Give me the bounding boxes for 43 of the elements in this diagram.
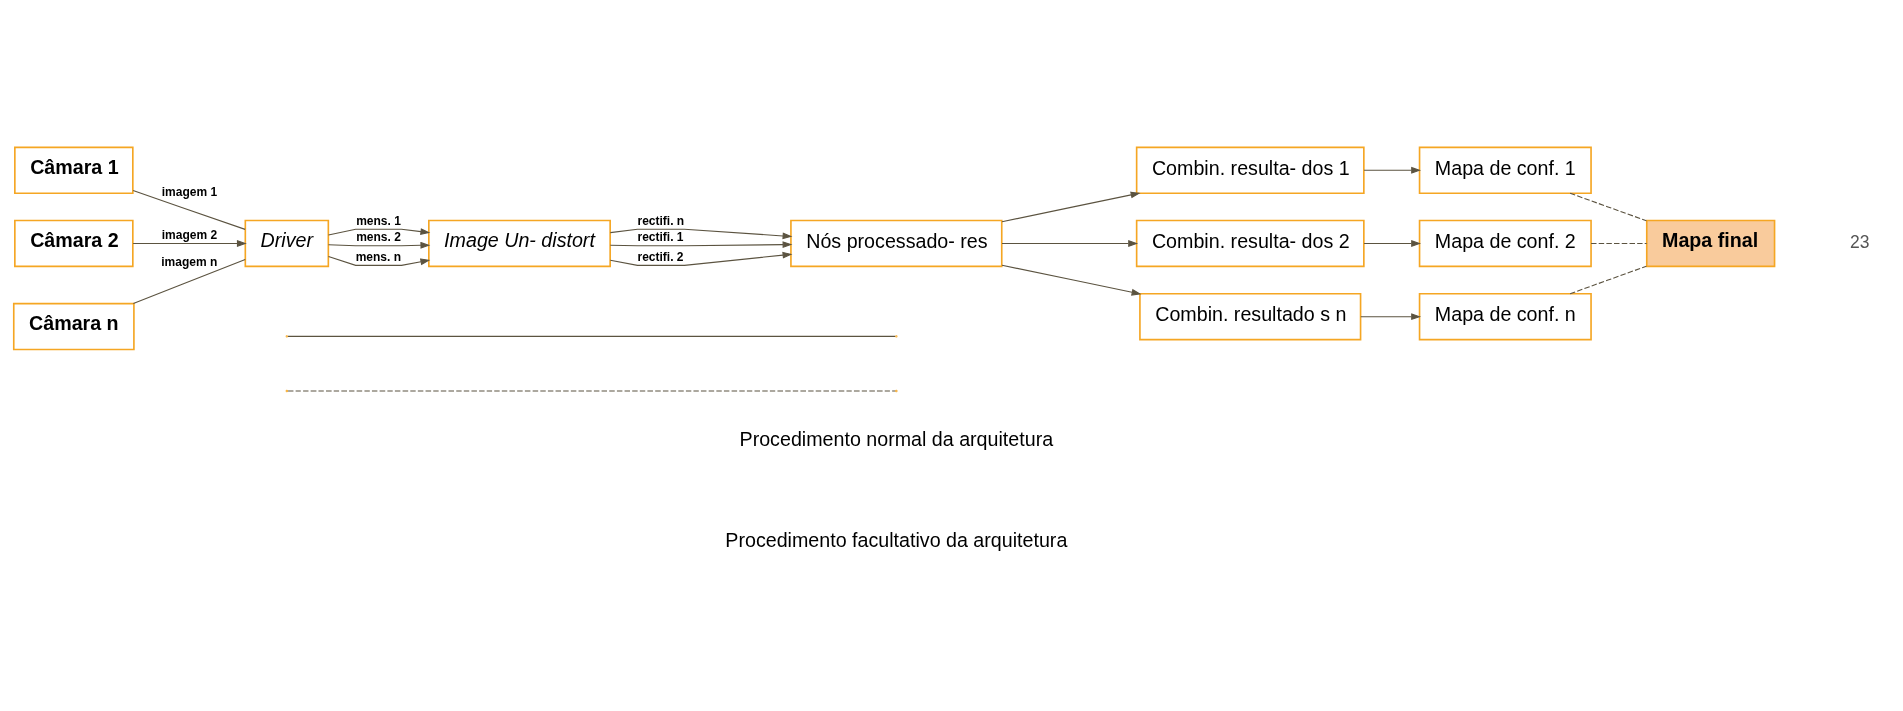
edge-label: imagem 1 xyxy=(161,184,218,199)
node-box: Mapa de conf. 2 xyxy=(1418,219,1592,267)
legend-label: Procedimento facultativo da arquitetura xyxy=(725,528,1068,550)
edge-label: mens. 1 xyxy=(356,213,401,228)
node-box: Mapa de conf. n xyxy=(1418,292,1592,340)
edge-label: mens. 2 xyxy=(356,229,401,244)
arrow xyxy=(132,239,247,247)
edge-label: rectifi. n xyxy=(637,213,685,228)
arrow xyxy=(1001,191,1141,222)
connector xyxy=(1569,265,1647,294)
connector xyxy=(132,189,246,230)
node-box: Mapa final xyxy=(1645,219,1776,267)
arrow xyxy=(1360,312,1422,320)
connector xyxy=(1569,192,1647,221)
arrow xyxy=(1363,166,1422,174)
connector xyxy=(1590,242,1648,244)
node-box: Mapa de conf. 1 xyxy=(1418,146,1592,194)
edge-label: mens. n xyxy=(355,249,402,264)
arrow xyxy=(1001,239,1139,247)
arrow xyxy=(1001,264,1142,296)
edge-label: rectifi. 2 xyxy=(637,249,684,264)
node-box: Combin. resulta- dos 2 xyxy=(1135,219,1365,267)
edge-label: imagem n xyxy=(161,254,218,269)
arrow xyxy=(327,255,431,266)
arrow xyxy=(1363,239,1422,247)
node-box: Driver xyxy=(244,219,330,267)
node-box: Câmara n xyxy=(12,302,135,350)
edge-label: imagem 2 xyxy=(161,227,218,242)
label: 23 xyxy=(1850,231,1870,252)
node-box: Câmara 1 xyxy=(14,146,134,194)
node-box: Combin. resulta- dos 1 xyxy=(1135,146,1365,194)
node-box: Combin. resultado s n xyxy=(1139,292,1362,340)
node-box: Câmara 2 xyxy=(14,219,134,267)
connector xyxy=(132,258,246,304)
arrow xyxy=(609,251,793,266)
node-box: Nós processado- res xyxy=(790,219,1003,267)
arrow xyxy=(609,240,793,248)
edge-label: rectifi. 1 xyxy=(637,229,684,244)
node-box: Image Un- distort xyxy=(428,219,611,267)
arrow xyxy=(327,241,431,249)
arrow xyxy=(327,227,431,236)
arrow xyxy=(609,228,793,239)
legend-label: Procedimento normal da arquitetura xyxy=(739,427,1054,450)
